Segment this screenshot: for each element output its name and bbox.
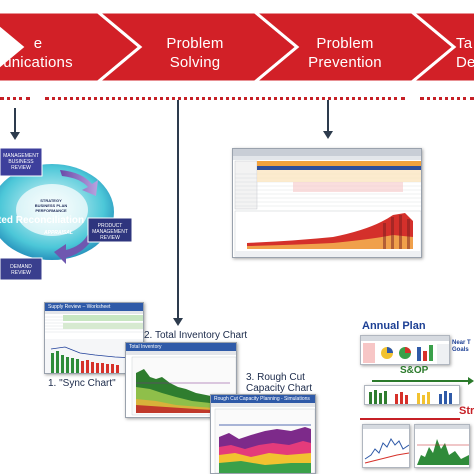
sop-title: S&OP: [400, 365, 429, 376]
prevention-worksheet-screenshot: [232, 148, 422, 258]
strategy-screenshot-b: [414, 424, 470, 468]
chevron-problem-prevention: [252, 12, 457, 82]
rough-cut-caption-line1: 3. Rough Cut: [246, 372, 305, 383]
stage-communications-line2: unications: [3, 54, 73, 71]
stage-problem-solving-label: Problem Solving: [155, 34, 235, 72]
chevron-problem-solving: [95, 12, 300, 82]
total-inventory-caption: 2. Total Inventory Chart: [144, 330, 248, 341]
connector-problem-solving: [177, 100, 179, 320]
arrow-down-icon: [173, 318, 183, 326]
appraisal-label: APPRAISAL: [44, 230, 73, 236]
cycle-graphic: [0, 147, 133, 281]
divider-dots-middle: [45, 97, 405, 100]
stage-target-label: Ta De: [456, 34, 474, 72]
reconciliation-cycle-diagram: MANAGEMENT BUSINESS REVIEW STRATEGY BUSI…: [0, 140, 160, 300]
banner-chevrons: [0, 12, 474, 82]
sync-chart-title: Supply Review – Worksheet: [45, 303, 143, 311]
rough-cut-caption: 3. Rough Cut Capacity Chart: [246, 372, 312, 394]
strategy-screenshot-a: [362, 424, 410, 468]
sop-arrow-line: [372, 380, 468, 382]
cycle-arrow-bottom: [54, 234, 94, 264]
arrow-right-icon: [468, 377, 474, 385]
divider-dots-left: [0, 97, 30, 100]
box-demand-review: [0, 257, 43, 281]
stage-problem-solving-line2: Solving: [169, 54, 221, 71]
rough-cut-title: Rough Cut Capacity Planning - Simulation…: [211, 395, 315, 403]
near-term-line1: Near T: [452, 340, 471, 346]
management-business-review-label: MANAGEMENT BUSINESS REVIEW: [3, 153, 39, 171]
stage-communications-label: e unications: [0, 34, 78, 72]
total-inventory-title: Total Inventory: [126, 343, 236, 351]
sync-chart-caption: 1. "Sync Chart": [48, 378, 116, 389]
box-product-review: [87, 217, 133, 243]
stage-problem-prevention-line1: Problem: [316, 35, 374, 52]
cycle-arrow-top: [60, 170, 98, 196]
stage-target-line1: Ta: [456, 35, 473, 52]
stage-problem-prevention-line2: Prevention: [308, 54, 382, 71]
chevron-communications: [0, 12, 143, 82]
process-banner: e unications Problem Solving Problem Pre…: [0, 12, 474, 82]
stage-problem-solving-line1: Problem: [166, 35, 224, 52]
sop-screenshot: [364, 385, 460, 405]
strategy-chart-a: [363, 425, 409, 464]
strategy-label: STRATEGY BUSINESS PLAN PERFORMANCE: [34, 198, 68, 213]
stage-problem-prevention-label: Problem Prevention: [300, 34, 390, 72]
chevron-target: [409, 12, 474, 82]
reconciliation-label: ted Reconciliation: [0, 215, 85, 226]
divider-dots-right: [420, 97, 474, 100]
annual-plan-title: Annual Plan: [362, 320, 426, 332]
near-term-goals-label: Near T Goals: [452, 340, 471, 354]
prevention-worksheet-graphic: [233, 149, 421, 257]
rough-cut-screenshot: Rough Cut Capacity Planning - Simulation…: [210, 394, 316, 474]
annual-plan-screenshot: [360, 335, 450, 365]
product-management-review-label: PRODUCT MANAGEMENT REVIEW: [92, 223, 128, 241]
strategy-title: Stra: [459, 405, 474, 417]
demand-review-label: DEMAND REVIEW: [10, 264, 32, 276]
near-term-line2: Goals: [452, 347, 469, 353]
cycle-core: [16, 184, 88, 236]
connector-problem-prevention: [327, 100, 329, 132]
rough-cut-graphic: [211, 403, 315, 473]
strategy-arrow-line: [360, 418, 460, 420]
stage-target-line2: De: [456, 54, 474, 71]
arrow-down-icon: [10, 132, 20, 140]
stage-communications-line1: e: [33, 35, 43, 52]
sop-graphic: [369, 390, 452, 404]
arrow-down-icon: [323, 131, 333, 139]
rough-cut-caption-line2: Capacity Chart: [246, 383, 313, 394]
annual-plan-graphic: [361, 336, 449, 364]
box-management-review: [0, 147, 43, 177]
strategy-chart-b: [415, 425, 469, 465]
connector-communications: [14, 108, 16, 133]
